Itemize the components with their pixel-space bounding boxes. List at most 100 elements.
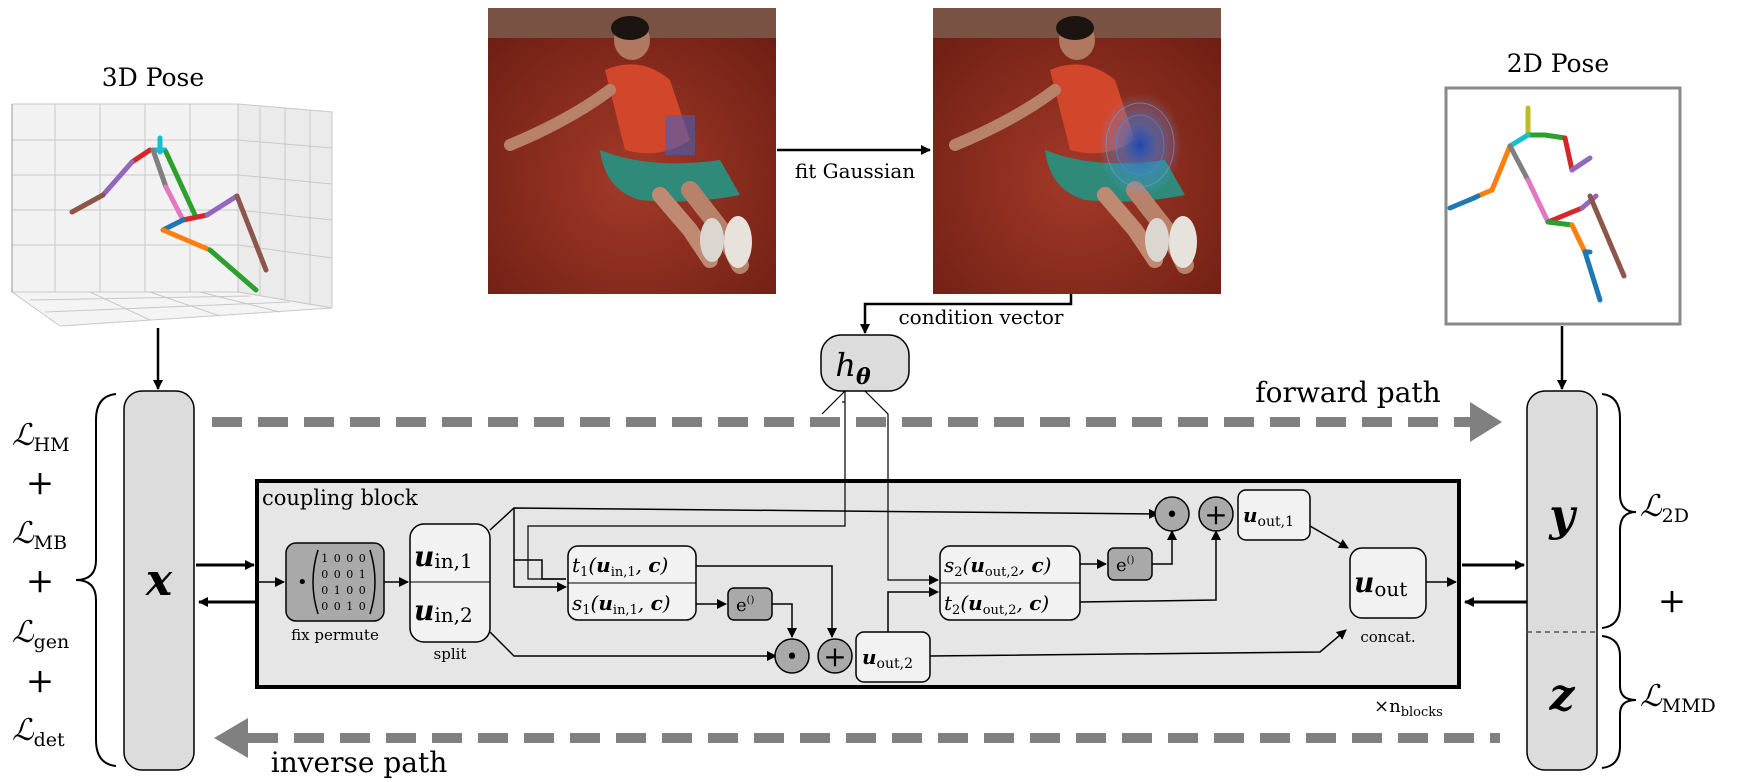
- input-image-panel: [488, 8, 776, 294]
- loss-right-plus: +: [1658, 581, 1687, 621]
- inverse-path-label: inverse path: [271, 746, 448, 779]
- heatmap-marker: [665, 115, 695, 155]
- t2-symbol: t: [944, 591, 953, 615]
- gaussian-image-panel: [933, 8, 1221, 294]
- t2-arg-u: u: [968, 591, 983, 615]
- pose-2d-title: 2D Pose: [1507, 49, 1609, 78]
- loss-hm-symbol: ℒ: [12, 418, 35, 453]
- loss-mb-subscript: MB: [34, 532, 67, 554]
- matrix-row-3: 0 1 0 0: [321, 584, 366, 597]
- y-symbol: y: [1548, 490, 1578, 541]
- loss-mmd-subscript: MMD: [1662, 695, 1716, 717]
- pose-3d-grid: [10, 103, 333, 327]
- svg-text:uout,1: uout,1: [1243, 503, 1294, 530]
- h-theta-symbol: h: [835, 346, 856, 384]
- u-in1-symbol: u: [414, 540, 434, 573]
- svg-text:ℒHM: ℒHM: [12, 418, 70, 456]
- loss-plus-2: +: [26, 561, 55, 601]
- exp-box-1: e(): [727, 587, 773, 621]
- pose-2d-skeleton: [1447, 105, 1627, 303]
- t2-arg-c: c: [1029, 591, 1041, 615]
- h-theta-node: hθ: [820, 334, 910, 392]
- svg-text:ℒMB: ℒMB: [12, 516, 67, 554]
- t2-subscript: 2: [952, 603, 960, 618]
- svg-text:uout: uout: [1354, 566, 1407, 601]
- left-brace: [75, 393, 117, 767]
- loss-det-symbol: ℒ: [12, 713, 35, 748]
- concat-caption: concat.: [1360, 628, 1415, 646]
- loss-gen-symbol: ℒ: [12, 615, 35, 650]
- add-node-upper: +: [1198, 496, 1234, 532]
- exp1-base: e: [736, 595, 747, 616]
- u-in1-subscript: in,1: [434, 549, 472, 573]
- h-theta-subscript: θ: [856, 364, 871, 390]
- left-loss-group: ℒHM + ℒMB + ℒgen + ℒdet: [12, 393, 117, 767]
- loss-det-subscript: det: [34, 729, 65, 751]
- u-in2-symbol: u: [414, 594, 434, 627]
- s1-arg-u: u: [598, 591, 613, 615]
- forward-path-label: forward path: [1255, 376, 1440, 409]
- loss-2d-subscript: 2D: [1662, 505, 1689, 527]
- multiply-lower-symbol: •: [786, 645, 799, 670]
- condition-vector-arrow: [860, 294, 1073, 334]
- coupling-block: coupling block ×nblocks • 1 0 0 0 0 0 0 …: [196, 390, 1527, 720]
- svg-text:s1(uin,1, c): s1(uin,1, c): [572, 591, 671, 618]
- pose-3d-panel: 3D Pose: [10, 63, 333, 327]
- svg-text:uout,2: uout,2: [862, 645, 913, 672]
- svg-text:uin,1: uin,1: [414, 540, 473, 573]
- matrix-row-2: 0 0 0 1: [321, 568, 366, 581]
- right-brace-top: [1601, 393, 1637, 629]
- u-out1-symbol: u: [1243, 503, 1258, 527]
- add-node-lower: +: [817, 638, 853, 674]
- svg-text:×nblocks: ×nblocks: [1374, 696, 1443, 720]
- u-out2-box: uout,2: [855, 631, 931, 683]
- exp1-sup: (): [747, 595, 755, 606]
- loss-hm-subscript: HM: [34, 434, 70, 456]
- x-node: x: [123, 390, 195, 771]
- svg-text:s2(uout,2, c): s2(uout,2, c): [944, 553, 1051, 580]
- svg-text:hθ: hθ: [835, 346, 871, 390]
- loss-plus-3: +: [26, 661, 55, 701]
- svg-text:t1(uin,1, c): t1(uin,1, c): [572, 553, 668, 580]
- multiply-node-lower: •: [774, 638, 810, 674]
- u-out-symbol: u: [1354, 566, 1374, 599]
- person-figure: [504, 16, 752, 274]
- loss-plus-1: +: [26, 463, 55, 503]
- u-out2-symbol: u: [862, 645, 877, 669]
- svg-text:•: •: [297, 572, 308, 593]
- s2-arg-u: u: [970, 553, 985, 577]
- u-in2-subscript: in,2: [434, 603, 472, 627]
- t1-s1-box: t1(uin,1, c) s1(uin,1, c): [567, 545, 697, 621]
- s1-symbol: s: [572, 591, 582, 615]
- s2-subscript: 2: [954, 565, 962, 580]
- fit-gaussian-label: fit Gaussian: [795, 159, 915, 183]
- pose-2d-panel: 2D Pose: [1444, 49, 1682, 326]
- x-symbol: x: [145, 555, 173, 606]
- s1-arg-sub: in,1: [613, 603, 638, 618]
- gaussian-blob: [1098, 93, 1182, 197]
- svg-text:ℒ2D: ℒ2D: [1640, 489, 1689, 527]
- svg-text:e(): e(): [736, 595, 755, 616]
- svg-text:uin,2: uin,2: [414, 594, 473, 627]
- matrix-row-4: 0 0 1 0: [321, 600, 366, 613]
- condition-vector-label: condition vector: [898, 305, 1063, 329]
- add-lower-symbol: +: [823, 640, 846, 673]
- add-upper-symbol: +: [1204, 498, 1227, 531]
- multiply-upper-symbol: •: [1166, 503, 1179, 528]
- exp-box-2: e(): [1107, 547, 1153, 581]
- forward-path: forward path: [212, 376, 1502, 442]
- s1-arg-c: c: [651, 591, 663, 615]
- loss-2d-symbol: ℒ: [1640, 489, 1663, 524]
- svg-text:ℒgen: ℒgen: [12, 615, 69, 653]
- s2-t2-box: s2(uout,2, c) t2(uout,2, c): [939, 545, 1081, 621]
- pose-3d-skeleton: [69, 135, 269, 293]
- pose-3d-title: 3D Pose: [102, 63, 204, 92]
- split-caption: split: [434, 645, 467, 663]
- u-out1-subscript: out,1: [1258, 514, 1294, 530]
- t1-arg-u: u: [596, 553, 611, 577]
- fix-permute-caption: fix permute: [291, 626, 379, 644]
- s2-arg-c: c: [1031, 553, 1043, 577]
- loss-mb-symbol: ℒ: [12, 516, 35, 551]
- svg-text:e(): e(): [1116, 555, 1135, 576]
